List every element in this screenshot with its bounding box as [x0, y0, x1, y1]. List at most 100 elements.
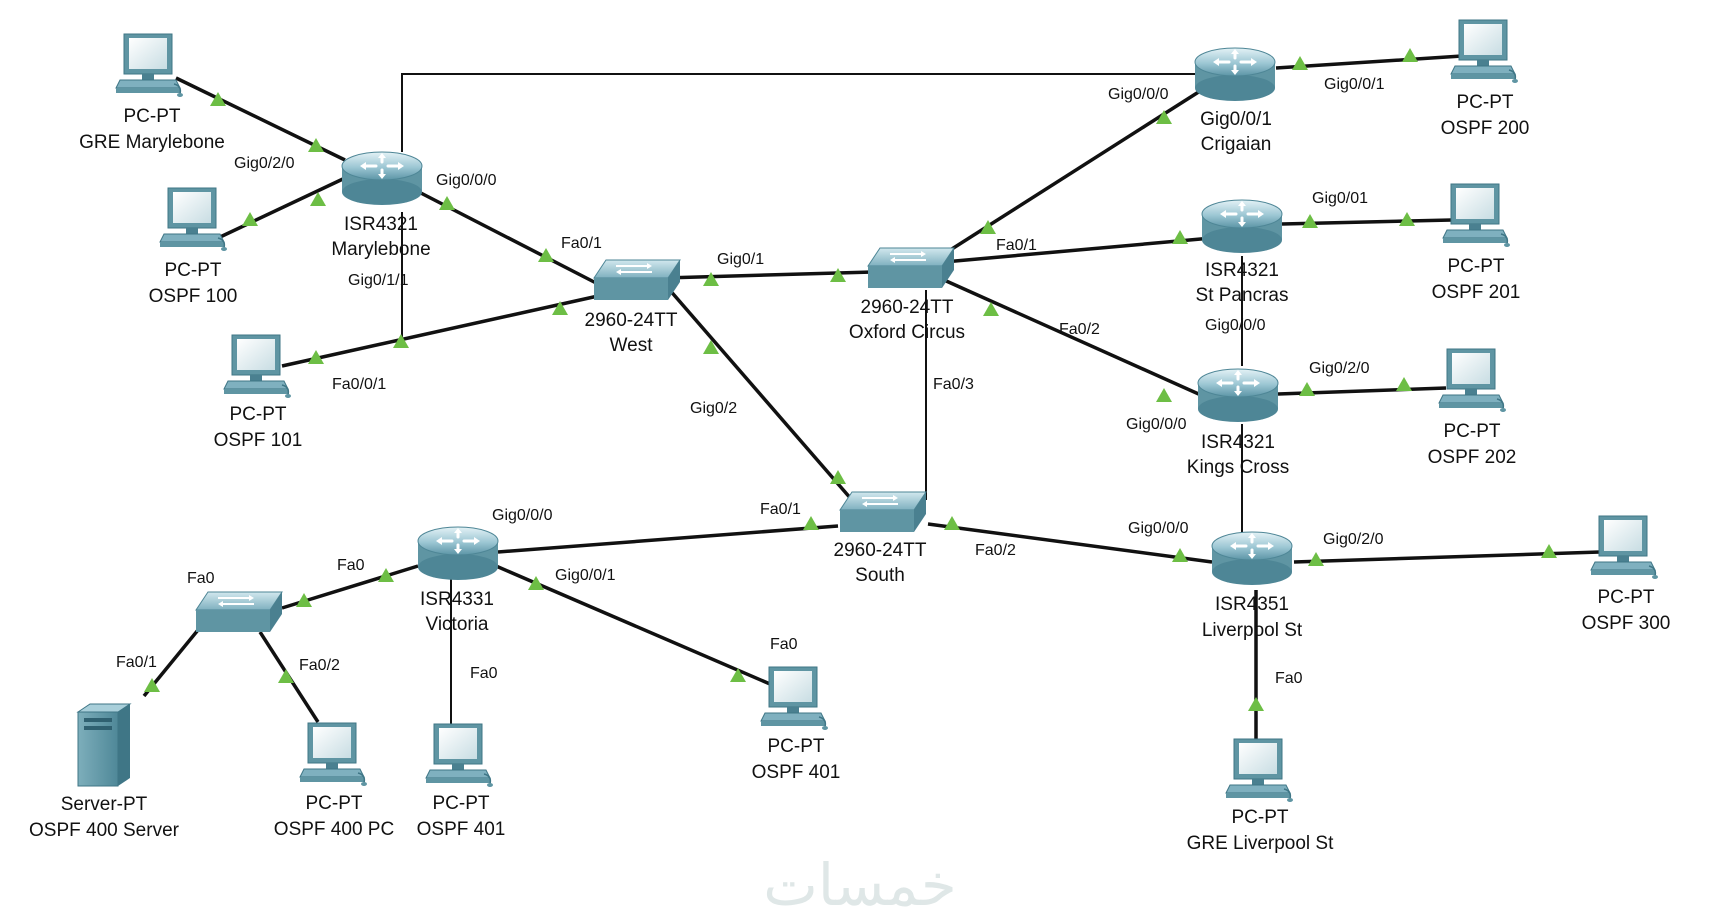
- device-name-label: South: [855, 565, 905, 586]
- link-up-marker: [528, 576, 544, 590]
- switch-south[interactable]: 2960-24TT South: [834, 491, 927, 586]
- device-model-label: PC-PT: [1444, 421, 1501, 442]
- link-up-marker: [980, 220, 996, 234]
- pc-icon: [223, 334, 292, 399]
- port-label: Fa0: [470, 665, 498, 682]
- device-name-label: OSPF 101: [214, 430, 303, 451]
- router-liverpool-st[interactable]: ISR4351 Liverpool St: [1202, 530, 1303, 641]
- device-model-label: PC-PT: [1448, 256, 1505, 277]
- pc-ospf-401-right[interactable]: PC-PT OSPF 401: [752, 666, 841, 783]
- link-up-marker: [730, 668, 746, 682]
- switch-icon: [593, 259, 681, 301]
- pc-gre-marylebone[interactable]: PC-PT GRE Marylebone: [79, 33, 225, 153]
- network-link: [1275, 54, 1463, 70]
- router-icon: [1200, 198, 1284, 254]
- pc-gre-liverpool-st[interactable]: PC-PT GRE Liverpool St: [1187, 738, 1335, 854]
- port-label: Fa0/2: [299, 657, 340, 674]
- switch-icon: [195, 591, 283, 633]
- port-label: Gig0/0/0: [436, 172, 497, 189]
- device-model-label: ISR4321: [1201, 432, 1275, 453]
- link-up-marker: [1292, 56, 1308, 70]
- port-label: Fa0/2: [1059, 321, 1100, 338]
- link-up-marker: [1172, 548, 1188, 562]
- pc-icon: [299, 722, 368, 787]
- device-model-label: Server-PT: [61, 794, 148, 815]
- link-up-marker: [830, 470, 846, 484]
- router-icon: [416, 525, 500, 581]
- pc-ospf-300[interactable]: PC-PT OSPF 300: [1582, 515, 1671, 634]
- device-model-label: PC-PT: [306, 793, 363, 814]
- link-up-marker: [1172, 230, 1188, 244]
- link-up-marker: [308, 350, 324, 364]
- device-model-label: ISR4321: [1205, 260, 1279, 281]
- device-model-label: 2960-24TT: [861, 297, 954, 318]
- port-label: Gig0/2: [690, 400, 737, 417]
- router-kings-cross[interactable]: ISR4321 Kings Cross: [1187, 367, 1289, 478]
- link-up-marker: [310, 192, 326, 206]
- link-up-marker: [210, 92, 226, 106]
- link-up-marker: [393, 334, 409, 348]
- pc-icon: [1438, 348, 1507, 413]
- link-up-marker: [1308, 552, 1324, 566]
- router-icon: [340, 150, 424, 206]
- switch-oxford-circus[interactable]: 2960-24TT Oxford Circus: [849, 247, 965, 343]
- link-up-marker: [1302, 214, 1318, 228]
- link-up-marker: [983, 302, 999, 316]
- link-up-marker: [944, 516, 960, 530]
- router-icon: [1196, 367, 1280, 423]
- device-model-label: ISR4331: [420, 589, 494, 610]
- pc-ospf-201[interactable]: PC-PT OSPF 201: [1432, 183, 1521, 303]
- port-label: Gig0/01: [1312, 190, 1368, 207]
- device-name-label: OSPF 202: [1428, 447, 1517, 468]
- network-link: [943, 236, 1213, 264]
- network-links: [142, 54, 1601, 742]
- port-label: Gig0/0/0: [1128, 520, 1189, 537]
- pc-icon: [1450, 19, 1519, 84]
- device-name-label: Oxford Circus: [849, 322, 965, 343]
- router-cricklewood[interactable]: Gig0/0/1 Crigaian: [1193, 46, 1277, 155]
- port-label: Gig0/0/0: [1108, 86, 1169, 103]
- pc-icon: [760, 666, 829, 731]
- port-label: Gig0/0/0: [492, 507, 553, 524]
- pc-icon: [115, 33, 184, 98]
- link-up-marker: [1399, 212, 1415, 226]
- link-up-marker: [378, 568, 394, 582]
- device-name-label: OSPF 300: [1582, 613, 1671, 634]
- router-victoria[interactable]: ISR4331 Victoria: [416, 525, 500, 635]
- pc-ospf-401-left[interactable]: PC-PT OSPF 401: [417, 723, 506, 840]
- switch-victoria-lan[interactable]: [195, 591, 283, 633]
- port-label: Fa0/1: [760, 501, 801, 518]
- pc-icon: [1225, 738, 1294, 803]
- switch-west[interactable]: 2960-24TT West: [585, 259, 681, 356]
- network-link: [497, 524, 839, 554]
- server-ospf-400[interactable]: Server-PT OSPF 400 Server: [29, 703, 180, 841]
- devices-layer: ISR4321 Marylebone Gig0/0/1 Crigaian ISR…: [29, 19, 1671, 854]
- device-name-label: GRE Marylebone: [79, 132, 225, 153]
- port-label: Gig0/0/1: [1324, 76, 1385, 93]
- pc-icon: [1442, 183, 1511, 248]
- device-name-label: Marylebone: [331, 239, 430, 260]
- device-name-label: West: [610, 335, 654, 356]
- device-model-label: PC-PT: [124, 106, 181, 127]
- device-name-label: GRE Liverpool St: [1187, 833, 1335, 854]
- port-label: Fa0: [1275, 670, 1303, 687]
- port-label: Gig0/0/0: [1126, 416, 1187, 433]
- device-name-label: OSPF 200: [1441, 118, 1530, 139]
- port-label: Fa0/2: [975, 542, 1016, 559]
- device-model-label: ISR4321: [344, 214, 418, 235]
- pc-ospf-100[interactable]: PC-PT OSPF 100: [149, 187, 238, 307]
- link-up-marker: [538, 248, 554, 262]
- pc-ospf-202[interactable]: PC-PT OSPF 202: [1428, 348, 1517, 468]
- port-label: Fa0/1: [116, 654, 157, 671]
- router-st-pancras[interactable]: ISR4321 St Pancras: [1196, 198, 1289, 306]
- port-labels: Gig0/2/0 Gig0/0/0 Gig0/1/1 Fa0/0/1 Fa0/1…: [116, 76, 1385, 687]
- pc-ospf-200[interactable]: PC-PT OSPF 200: [1441, 19, 1530, 139]
- router-marylebone[interactable]: ISR4321 Marylebone: [331, 150, 431, 260]
- pc-ospf-400-pc[interactable]: PC-PT OSPF 400 PC: [274, 722, 394, 840]
- watermark-text: خمسات: [763, 851, 956, 919]
- pc-ospf-101[interactable]: PC-PT OSPF 101: [214, 334, 303, 451]
- port-label: Fa0/3: [933, 376, 974, 393]
- device-model-label: 2960-24TT: [834, 540, 927, 561]
- switch-icon: [867, 247, 955, 289]
